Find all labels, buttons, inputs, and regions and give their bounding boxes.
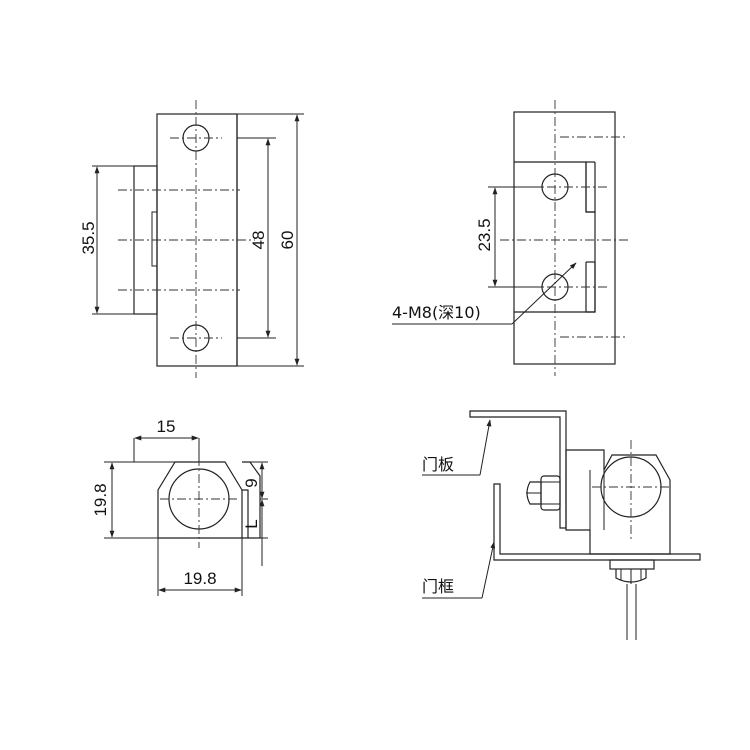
door-frame (493, 483, 701, 561)
assembly-view: 门板 门框 (422, 410, 701, 640)
hinge-body (565, 449, 671, 555)
door-frame-leader (481, 541, 496, 599)
dim-L-label: L (242, 519, 261, 528)
dim-19-8-vertical-label: 19.8 (91, 483, 110, 516)
bottom-view-outline (157, 461, 243, 538)
thread-note-label: 4-M8(深10) (392, 303, 481, 322)
thread-leader-line (511, 262, 577, 325)
front-view: 35.5 48 60 (79, 100, 304, 378)
door-panel (469, 410, 567, 529)
dim-23-5-label: 23.5 (475, 218, 494, 251)
door-panel-screw-icon (526, 475, 561, 511)
dim-35-5-label: 35.5 (79, 221, 98, 254)
door-frame-label: 门框 (422, 577, 454, 596)
dim-60-label: 60 (278, 231, 297, 250)
dim-48-label: 48 (249, 231, 268, 250)
side-view: 23.5 4-M8(深10) (392, 100, 628, 376)
dim-9-label: 9 (242, 478, 261, 487)
dim-19-8-horizontal-label: 19.8 (183, 569, 216, 588)
door-panel-leader (479, 419, 492, 476)
side-plate-outline (513, 111, 616, 365)
dim-15-label: 15 (157, 417, 176, 436)
door-panel-label: 门板 (422, 455, 454, 474)
door-frame-screw-icon (609, 559, 655, 640)
bottom-view: 15 19.8 19.8 9 L (91, 417, 268, 596)
